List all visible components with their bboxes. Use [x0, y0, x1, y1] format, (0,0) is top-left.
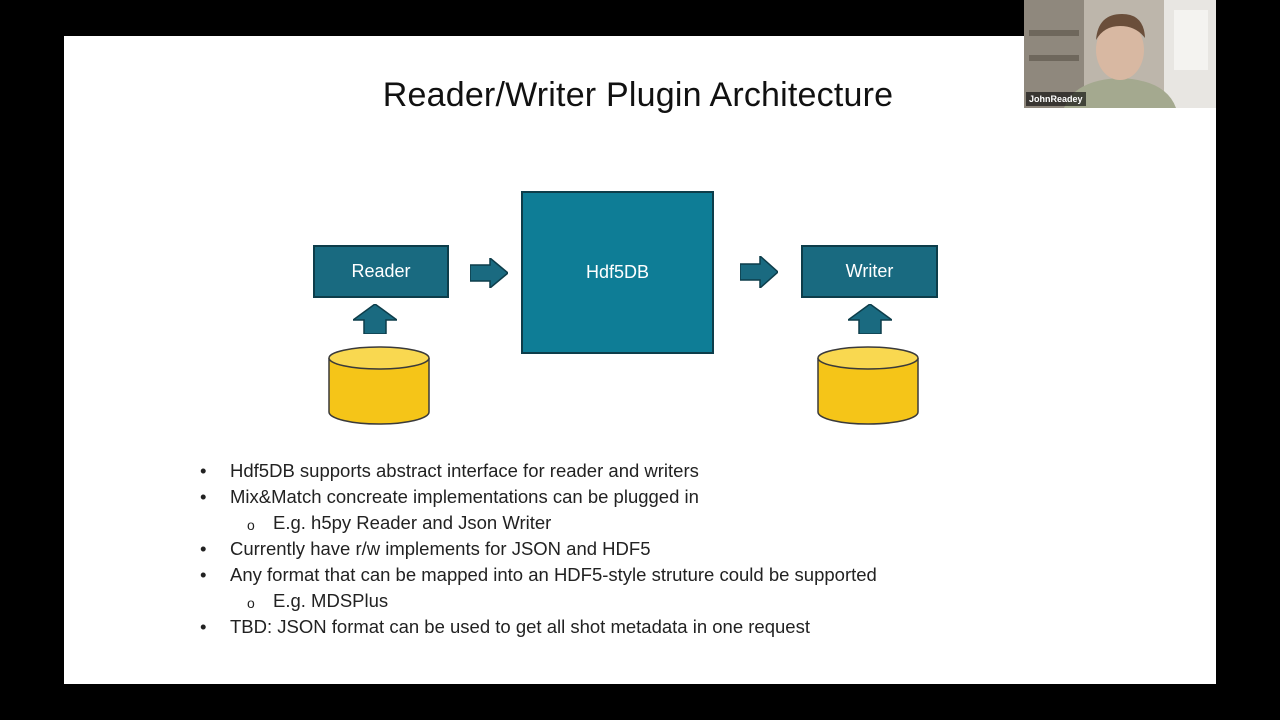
bullet-item: Any format that can be mapped into an HD…	[200, 562, 1100, 588]
reader-label: Reader	[351, 261, 411, 281]
bullet-item: Hdf5DB supports abstract interface for r…	[200, 458, 1100, 484]
reader-box: Reader	[313, 245, 449, 298]
arrow-right-icon	[740, 256, 778, 288]
sub-bullet-item: E.g. h5py Reader and Json Writer	[200, 510, 1100, 538]
bullet-list: Hdf5DB supports abstract interface for r…	[200, 458, 1100, 640]
arrow-right-icon	[470, 258, 508, 288]
sub-bullet-item: E.g. MDSPlus	[200, 588, 1100, 616]
participant-video-tile[interactable]: JohnReadey	[1024, 0, 1216, 108]
bullet-item: TBD: JSON format can be used to get all …	[200, 614, 1100, 640]
arrow-up-icon	[353, 304, 397, 334]
presentation-slide: Reader/Writer Plugin Architecture Reader…	[64, 36, 1216, 684]
bullet-item: Currently have r/w implements for JSON a…	[200, 536, 1100, 562]
bullet-item: Mix&Match concreate implementations can …	[200, 484, 1100, 510]
database-cylinder-icon	[328, 346, 430, 425]
participant-video-feed	[1024, 0, 1216, 108]
database-cylinder-icon	[817, 346, 919, 425]
slide-title: Reader/Writer Plugin Architecture	[382, 76, 894, 114]
writer-box: Writer	[801, 245, 938, 298]
arrow-up-icon	[848, 304, 892, 334]
hdf5db-label: Hdf5DB	[585, 262, 650, 282]
writer-label: Writer	[845, 261, 894, 281]
participant-name-label: JohnReadey	[1026, 92, 1086, 106]
hdf5db-box: Hdf5DB	[521, 191, 714, 354]
